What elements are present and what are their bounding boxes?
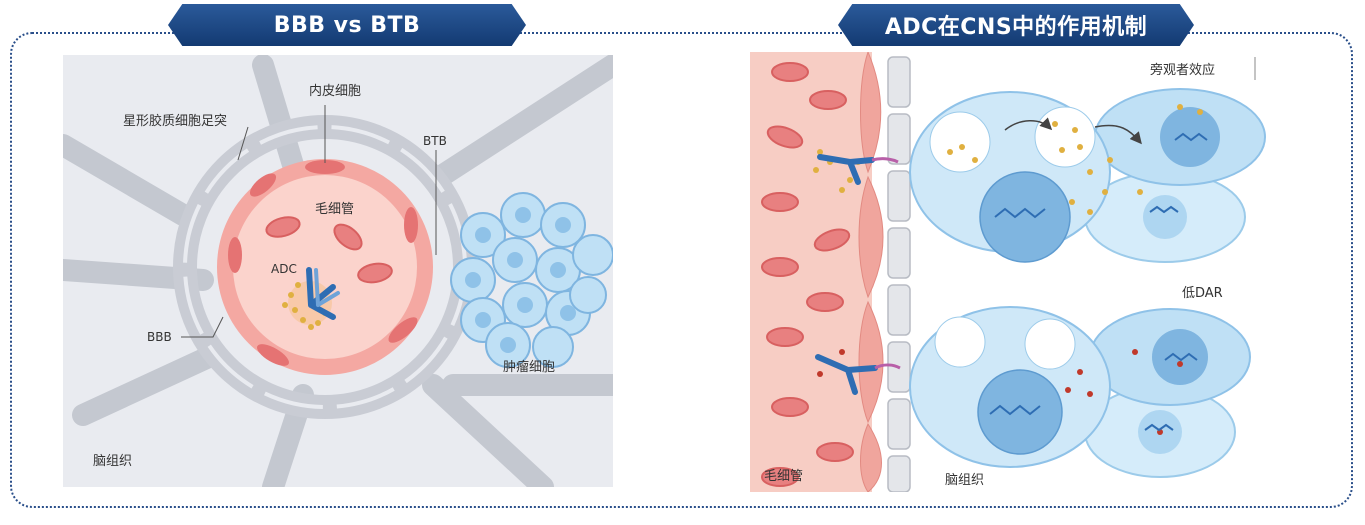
adc-label: ADC: [271, 262, 297, 276]
bbb-label: BBB: [147, 330, 172, 344]
astrocyte-label: 星形胶质细胞足突: [123, 113, 227, 129]
adc-molecule: [282, 267, 340, 330]
endothelial-cells: [858, 52, 884, 492]
red-blood-cells: [761, 62, 854, 487]
low-dar-label: 低DAR: [1182, 286, 1223, 301]
dotted-frame: [10, 32, 1353, 508]
barrier-cells: [887, 56, 911, 492]
top-target-cells: [909, 88, 1266, 263]
adc-cns-diagram: 旁观者效应 低DAR 毛细管 脑组织: [750, 52, 1285, 492]
endothelial-label: 内皮细胞: [309, 83, 361, 99]
btb-label: BTB: [423, 134, 447, 148]
adc-high-dar: [813, 149, 899, 193]
bbb-btb-diagram: 内皮细胞 星形胶质细胞足突 BTB 毛细管 ADC BBB 肿瘤细胞 脑组织: [63, 55, 613, 487]
right-panel-title: ADC在CNS中的作用机制: [838, 4, 1194, 46]
bottom-target-cells: [909, 306, 1251, 478]
capillary-label: 毛细管: [764, 469, 803, 484]
bystander-label: 旁观者效应: [1150, 62, 1215, 78]
capillary-label: 毛细管: [315, 202, 354, 217]
tumor-label: 肿瘤细胞: [503, 359, 555, 375]
adc-low-dar: [815, 349, 901, 395]
astrocyte-processes: [63, 55, 613, 487]
brain-tissue-label: 脑组织: [945, 473, 984, 488]
red-blood-cells: [265, 216, 393, 284]
endothelial-nuclei: [228, 160, 418, 366]
left-panel-title: BBB vs BTB: [168, 4, 526, 46]
brain-tissue-label: 脑组织: [93, 454, 132, 469]
